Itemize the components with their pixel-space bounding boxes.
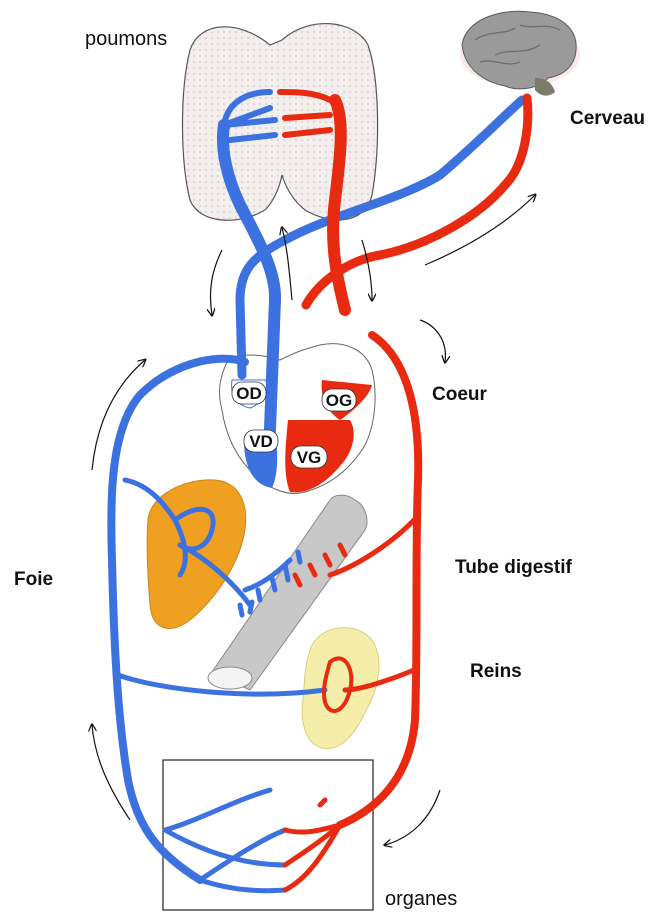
label-brain: Cerveau xyxy=(570,108,645,129)
label-heart: Coeur xyxy=(432,384,488,405)
circular-arrow xyxy=(420,320,445,362)
label-left-atrium: OG xyxy=(326,391,352,410)
label-left-ventricle: VG xyxy=(297,448,322,467)
organs-box xyxy=(163,760,373,910)
circular-arrow xyxy=(210,250,222,315)
label-liver: Foie xyxy=(14,569,53,590)
circular-arrow xyxy=(385,790,440,845)
lungs-shape xyxy=(183,24,378,221)
circular-arrow xyxy=(362,240,372,300)
brain-icon xyxy=(460,11,580,95)
label-organs: organes xyxy=(385,888,457,910)
label-digestive: Tube digestif xyxy=(455,557,572,578)
label-right-ventricle: VD xyxy=(249,432,273,451)
label-lungs: poumons xyxy=(85,28,167,50)
label-kidneys: Reins xyxy=(470,661,522,682)
label-right-atrium: OD xyxy=(236,384,262,403)
